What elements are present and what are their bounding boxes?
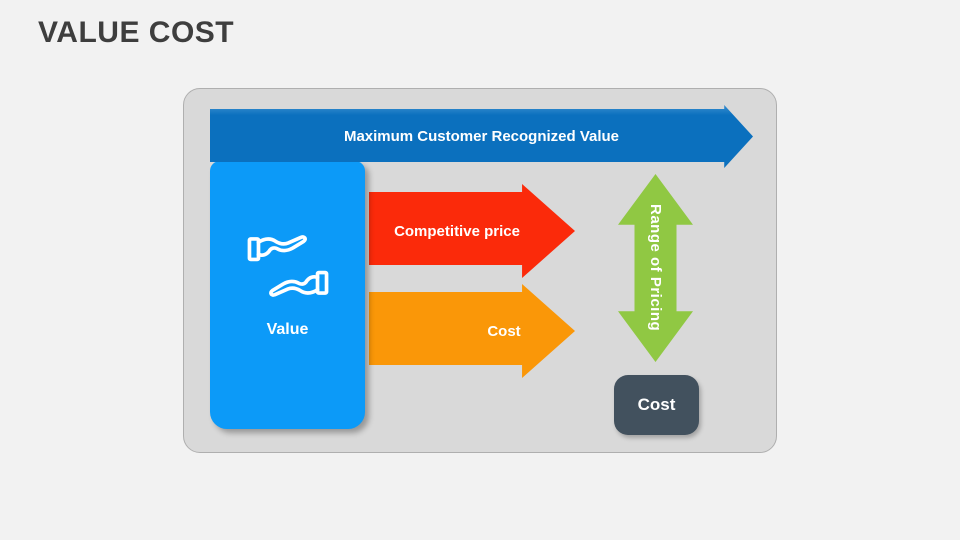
cost-box-label: Cost — [637, 395, 676, 414]
competitive-price-label: Competitive price — [394, 222, 520, 240]
max-value-arrow: Maximum Customer Recognized Value — [210, 105, 753, 168]
competitive-price-arrow: Competitive price — [369, 184, 575, 278]
value-box: Value — [210, 161, 365, 429]
max-value-arrow-label: Maximum Customer Recognized Value — [343, 128, 620, 145]
range-of-pricing-label: Range of Pricing — [647, 204, 664, 332]
hands-exchange-icon — [247, 235, 328, 297]
range-of-pricing-arrow: Range of Pricing — [618, 174, 693, 362]
value-box-label: Value — [266, 321, 309, 338]
cost-arrow: Cost — [369, 284, 575, 378]
page-title: VALUE COST — [38, 16, 235, 49]
diagram-container: Maximum Customer Recognized Value Value … — [183, 88, 777, 453]
cost-box: Cost — [614, 375, 699, 435]
cost-arrow-label: Cost — [487, 322, 521, 340]
